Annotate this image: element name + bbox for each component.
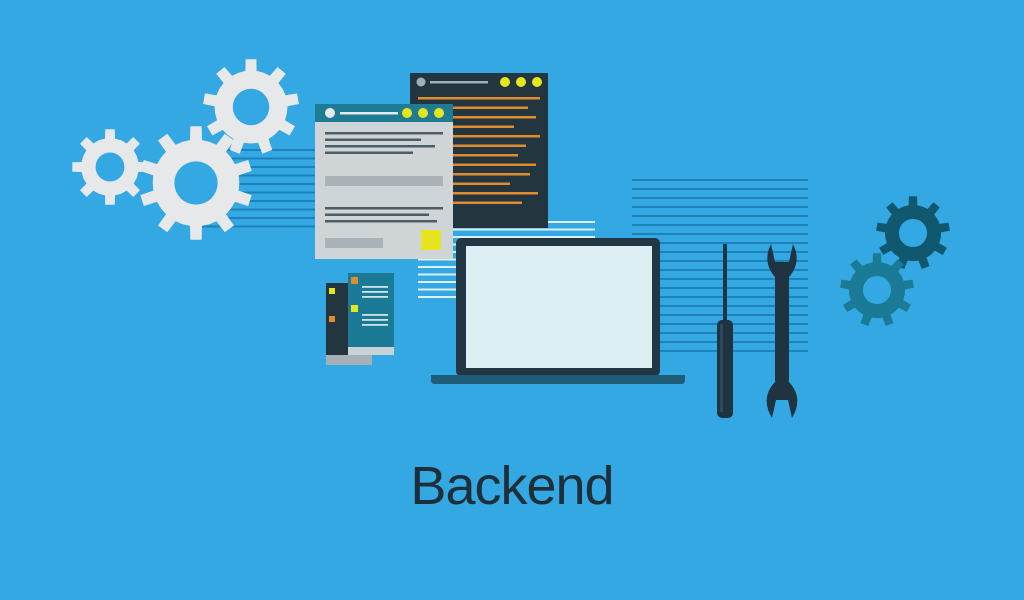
gear-icon	[876, 196, 950, 269]
screwdriver-icon	[717, 244, 733, 418]
gear-icon	[840, 253, 914, 326]
browser-window-icon	[315, 104, 453, 259]
gear-icon	[203, 59, 299, 154]
gear-icon	[140, 126, 252, 240]
document-stack-icon	[326, 273, 394, 365]
laptop-icon	[431, 238, 685, 384]
caption-title: Backend	[410, 456, 614, 516]
wrench-icon	[766, 244, 798, 418]
gear-icon	[72, 129, 148, 205]
